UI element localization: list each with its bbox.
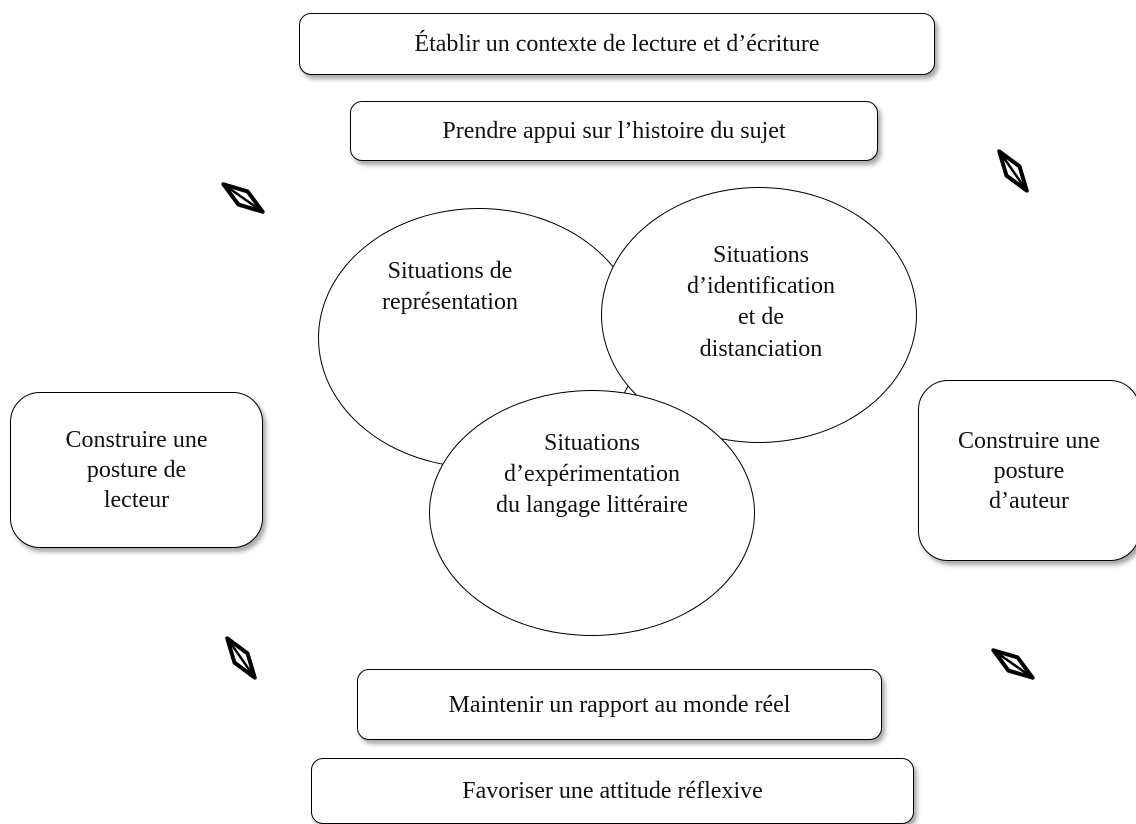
right-line2: posture [993, 457, 1065, 484]
box-etablir-contexte-label: Établir un contexte de lecture et d’écri… [414, 31, 820, 57]
right-line1: Construire une [958, 427, 1100, 454]
right-line3: d’auteur [989, 487, 1069, 514]
box-posture-auteur: Construire une posture d’auteur [918, 380, 1136, 561]
box-favoriser-attitude: Favoriser une attitude réflexive [311, 758, 914, 824]
ellipse-experimentation-text: Situations d’expérimentation du langage … [462, 428, 722, 522]
box-prendre-appui: Prendre appui sur l’histoire du sujet [350, 101, 878, 161]
left-line2: posture de [86, 457, 187, 483]
identification-line3: et de [738, 304, 784, 331]
box-maintenir-rapport: Maintenir un rapport au monde réel [357, 669, 882, 740]
arrow-lower-left-icon [225, 636, 257, 680]
left-line1: Construire une [65, 427, 208, 453]
identification-line2: d’identification [687, 273, 835, 300]
ellipse-representation-text: Situations de représentation [330, 256, 570, 318]
ellipse-identification-text: Situations d’identification et de distan… [636, 240, 886, 365]
box-favoriser-attitude-label: Favoriser une attitude réflexive [462, 778, 763, 804]
identification-line4: distanciation [699, 335, 823, 362]
representation-line1: Situations de [387, 258, 513, 284]
box-prendre-appui-label: Prendre appui sur l’histoire du sujet [442, 118, 786, 144]
box-posture-lecteur: Construire une posture de lecteur [10, 392, 263, 548]
arrow-lower-right-icon [991, 648, 1035, 680]
box-etablir-contexte: Établir un contexte de lecture et d’écri… [299, 13, 935, 75]
experimentation-line1: Situations [543, 430, 640, 456]
ellipse-experimentation [429, 390, 755, 636]
box-maintenir-rapport-label: Maintenir un rapport au monde réel [448, 691, 791, 718]
left-line3: lecteur [103, 487, 170, 513]
arrow-upper-right-icon [997, 149, 1029, 193]
arrow-upper-left-icon [221, 182, 265, 214]
experimentation-line2: d’expérimentation [504, 461, 680, 488]
identification-line1: Situations [712, 242, 809, 268]
representation-line2: représentation [382, 289, 518, 316]
experimentation-line3: du langage littéraire [496, 492, 688, 519]
